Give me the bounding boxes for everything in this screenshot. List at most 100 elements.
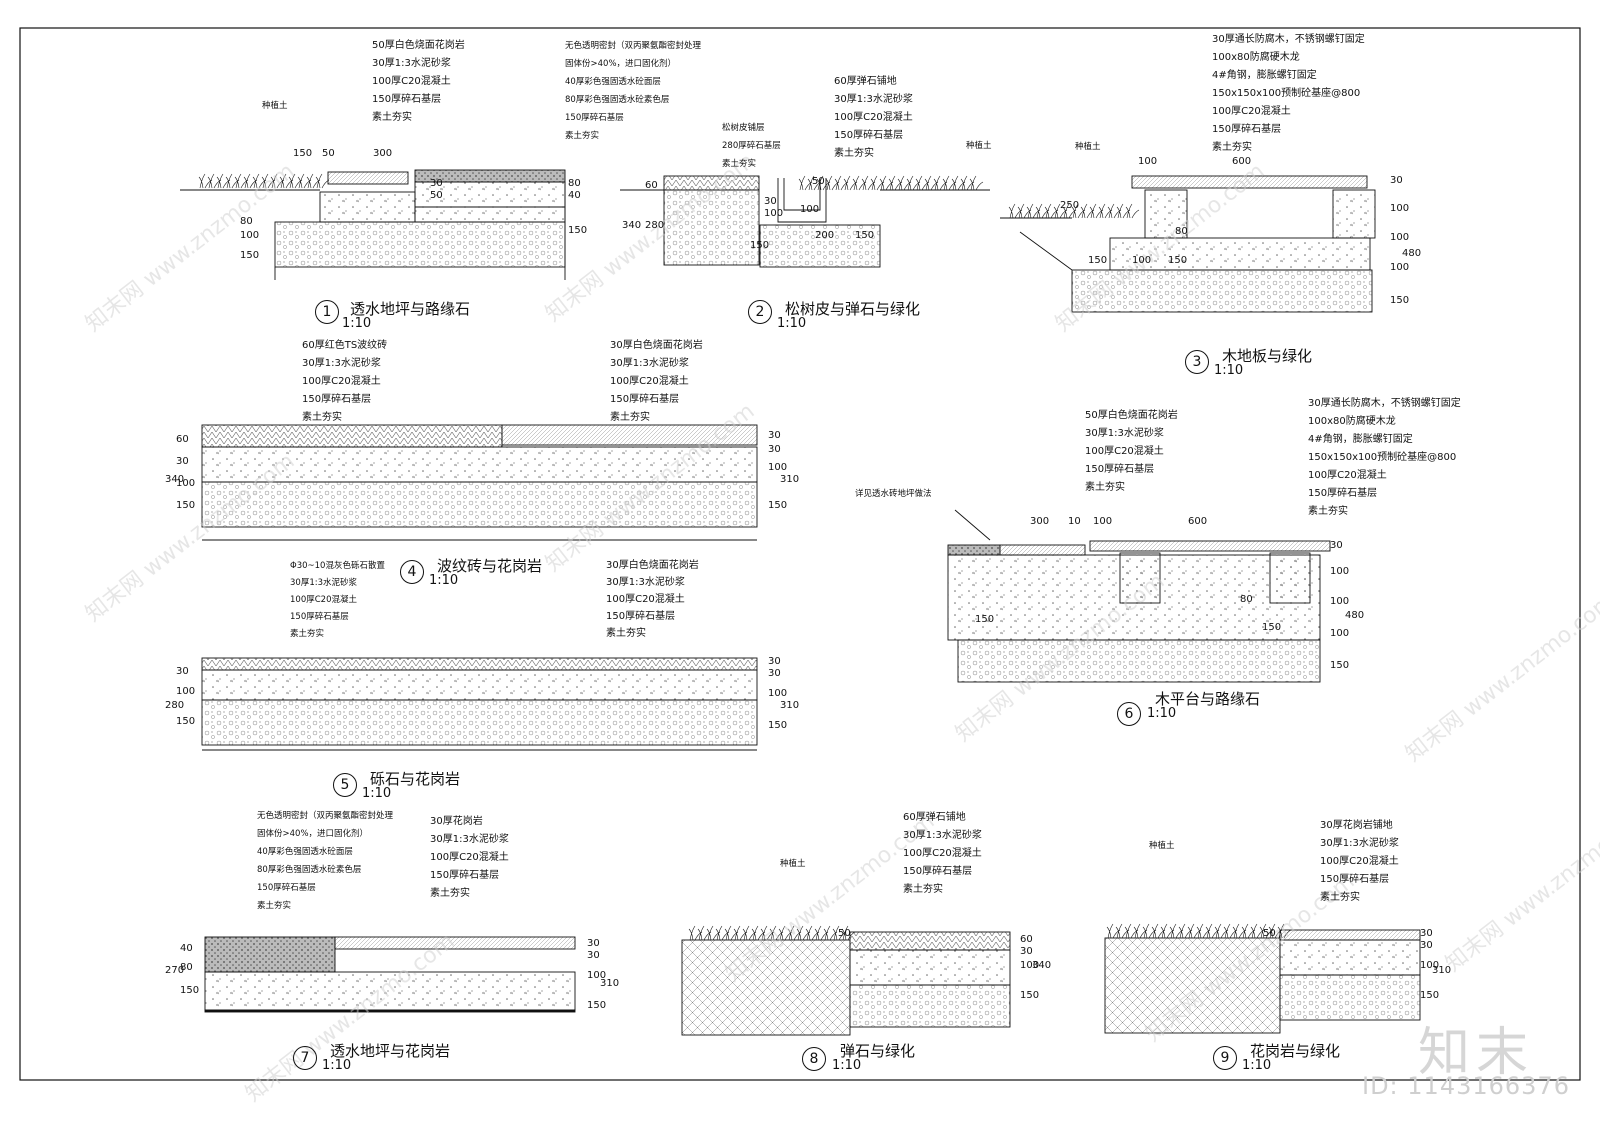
detail-number: 9 <box>1213 1046 1237 1070</box>
precast-footing <box>1269 552 1311 604</box>
detail-number: 1 <box>315 300 339 324</box>
dimension-label: 30 <box>764 196 777 207</box>
dimension-label: 60 <box>645 180 658 191</box>
detail-scale: 1:10 <box>1242 1058 1272 1073</box>
layer-note: 100厚C20混凝土 <box>903 848 982 859</box>
dimension-label: 50 <box>430 190 443 201</box>
dimension-label: 280 <box>645 220 665 231</box>
dimension-label: 30 <box>768 656 781 667</box>
concrete-slab <box>414 206 566 223</box>
layer-note: 固体份>40%，进口固化剂） <box>565 59 677 69</box>
layer-note: 30厚花岗岩 <box>430 816 483 827</box>
gravel-base <box>201 699 758 746</box>
layer-note: 素土夯实 <box>257 901 292 911</box>
gravel-base <box>759 224 881 268</box>
dimension-label: 150 <box>587 1000 607 1011</box>
dimension-label: 300 <box>373 148 393 159</box>
layer-note: 150x150x100预制砼基座@800 <box>1308 452 1457 463</box>
layer-note: 150厚碎石基层 <box>372 94 442 105</box>
dimension-label: 300 <box>1030 516 1050 527</box>
dimension-label: 100 <box>587 970 607 981</box>
dimension-label: 150 <box>768 500 788 511</box>
dimension-label: 30 <box>430 178 443 189</box>
dimension-label: 150 <box>176 500 196 511</box>
detail-number: 4 <box>400 560 424 584</box>
bark-layer <box>663 175 760 191</box>
detail-title: 波纹砖与花岗岩 <box>437 557 543 575</box>
layer-note: 50厚白色烧面花岗岩 <box>372 40 465 51</box>
layer-note: 4#角钢，膨胀螺钉固定 <box>1212 70 1317 81</box>
layer-note: 100厚C20混凝土 <box>610 376 689 387</box>
dimension-label: 30 <box>176 666 189 677</box>
detail-number: 7 <box>293 1046 317 1070</box>
layer-note: 30厚1:3水泥砂浆 <box>903 830 982 841</box>
dimension-label: 340 <box>622 220 642 231</box>
detail-title: 木地板与绿化 <box>1222 347 1313 365</box>
detail-number: 2 <box>748 300 772 324</box>
layer-note: 150厚碎石基层 <box>610 394 680 405</box>
layer-note: 150厚碎石基层 <box>302 394 372 405</box>
callout-note: 详见透水砖地坪做法 <box>855 489 932 499</box>
dimension-label: 100 <box>1330 596 1350 607</box>
detail-number: 8 <box>802 1047 826 1071</box>
layer-note: 素土夯实 <box>834 148 874 159</box>
dimension-label: 40 <box>180 943 193 954</box>
layer-note: 150厚碎石基层 <box>1308 488 1378 499</box>
grass-tufts <box>1008 203 1140 219</box>
gravel-base <box>201 481 758 528</box>
grass-tufts <box>688 925 856 941</box>
detail-title: 木平台与路缘石 <box>1155 690 1261 708</box>
dimension-label: 310 <box>780 700 800 711</box>
layer-note: 150x150x100预制砼基座@800 <box>1212 88 1361 99</box>
detail-scale: 1:10 <box>1147 706 1177 721</box>
dimension-label: 280 <box>165 700 185 711</box>
layer-note: 素土夯实 <box>565 131 600 141</box>
layer-note: 素土夯实 <box>1085 482 1125 493</box>
dimension-label: 100 <box>1138 156 1158 167</box>
layer-note: 100厚C20混凝土 <box>606 594 685 605</box>
dimension-label: 30 <box>1020 946 1033 957</box>
grass-tufts <box>798 175 984 191</box>
ts-brick <box>201 424 503 448</box>
dimension-label: 150 <box>293 148 313 159</box>
dimension-label: 30 <box>587 950 600 961</box>
layer-note: 30厚1:3水泥砂浆 <box>290 578 357 588</box>
dimension-label: 50 <box>322 148 335 159</box>
dimension-label: 50 <box>838 928 851 939</box>
layer-note: 80厚彩色强固透水砼素色层 <box>257 865 362 875</box>
granite-layer <box>1279 929 1421 941</box>
watermark-logo: 知末 <box>1418 1023 1535 1083</box>
layer-note: 100厚C20混凝土 <box>834 112 913 123</box>
layer-note: 40厚彩色强固透水砼面层 <box>257 847 353 857</box>
layer-note: 150厚碎石基层 <box>903 866 973 877</box>
dimension-label: 100 <box>768 688 788 699</box>
dimension-label: 30 <box>768 430 781 441</box>
dimension-label: 310 <box>1432 965 1452 976</box>
dimension-label: 100 <box>240 230 260 241</box>
concrete-slab <box>1279 939 1421 976</box>
gravel-base <box>957 639 1321 683</box>
detail-scale: 1:10 <box>362 786 392 801</box>
dimension-label: 340 <box>1032 960 1052 971</box>
dimension-label: 150 <box>768 720 788 731</box>
layer-note: 150厚碎石基层 <box>1212 124 1282 135</box>
layer-note: 素土夯实 <box>430 888 470 899</box>
layer-note: 150厚碎石基层 <box>430 870 500 881</box>
dimension-label: 100 <box>1330 566 1350 577</box>
layer-note: 100厚C20混凝土 <box>372 76 451 87</box>
layer-note: 30厚白色烧面花岗岩 <box>606 560 699 571</box>
layer-note: 素土夯实 <box>722 159 757 169</box>
detail-scale: 1:10 <box>777 316 807 331</box>
layer-note: 150厚碎石基层 <box>834 130 904 141</box>
dimension-label: 150 <box>1168 255 1188 266</box>
dimension-label: 310 <box>600 978 620 989</box>
detail-scale: 1:10 <box>1214 363 1244 378</box>
dimension-label: 100 <box>764 208 784 219</box>
dimension-label: 100 <box>176 478 196 489</box>
planting-soil-tag: 种植土 <box>780 859 806 869</box>
layer-note: 30厚1:3水泥砂浆 <box>302 358 381 369</box>
dimension-label: 100 <box>1093 516 1113 527</box>
detail-title: 花岗岩与绿化 <box>1250 1042 1341 1060</box>
granite-layer <box>327 171 409 185</box>
